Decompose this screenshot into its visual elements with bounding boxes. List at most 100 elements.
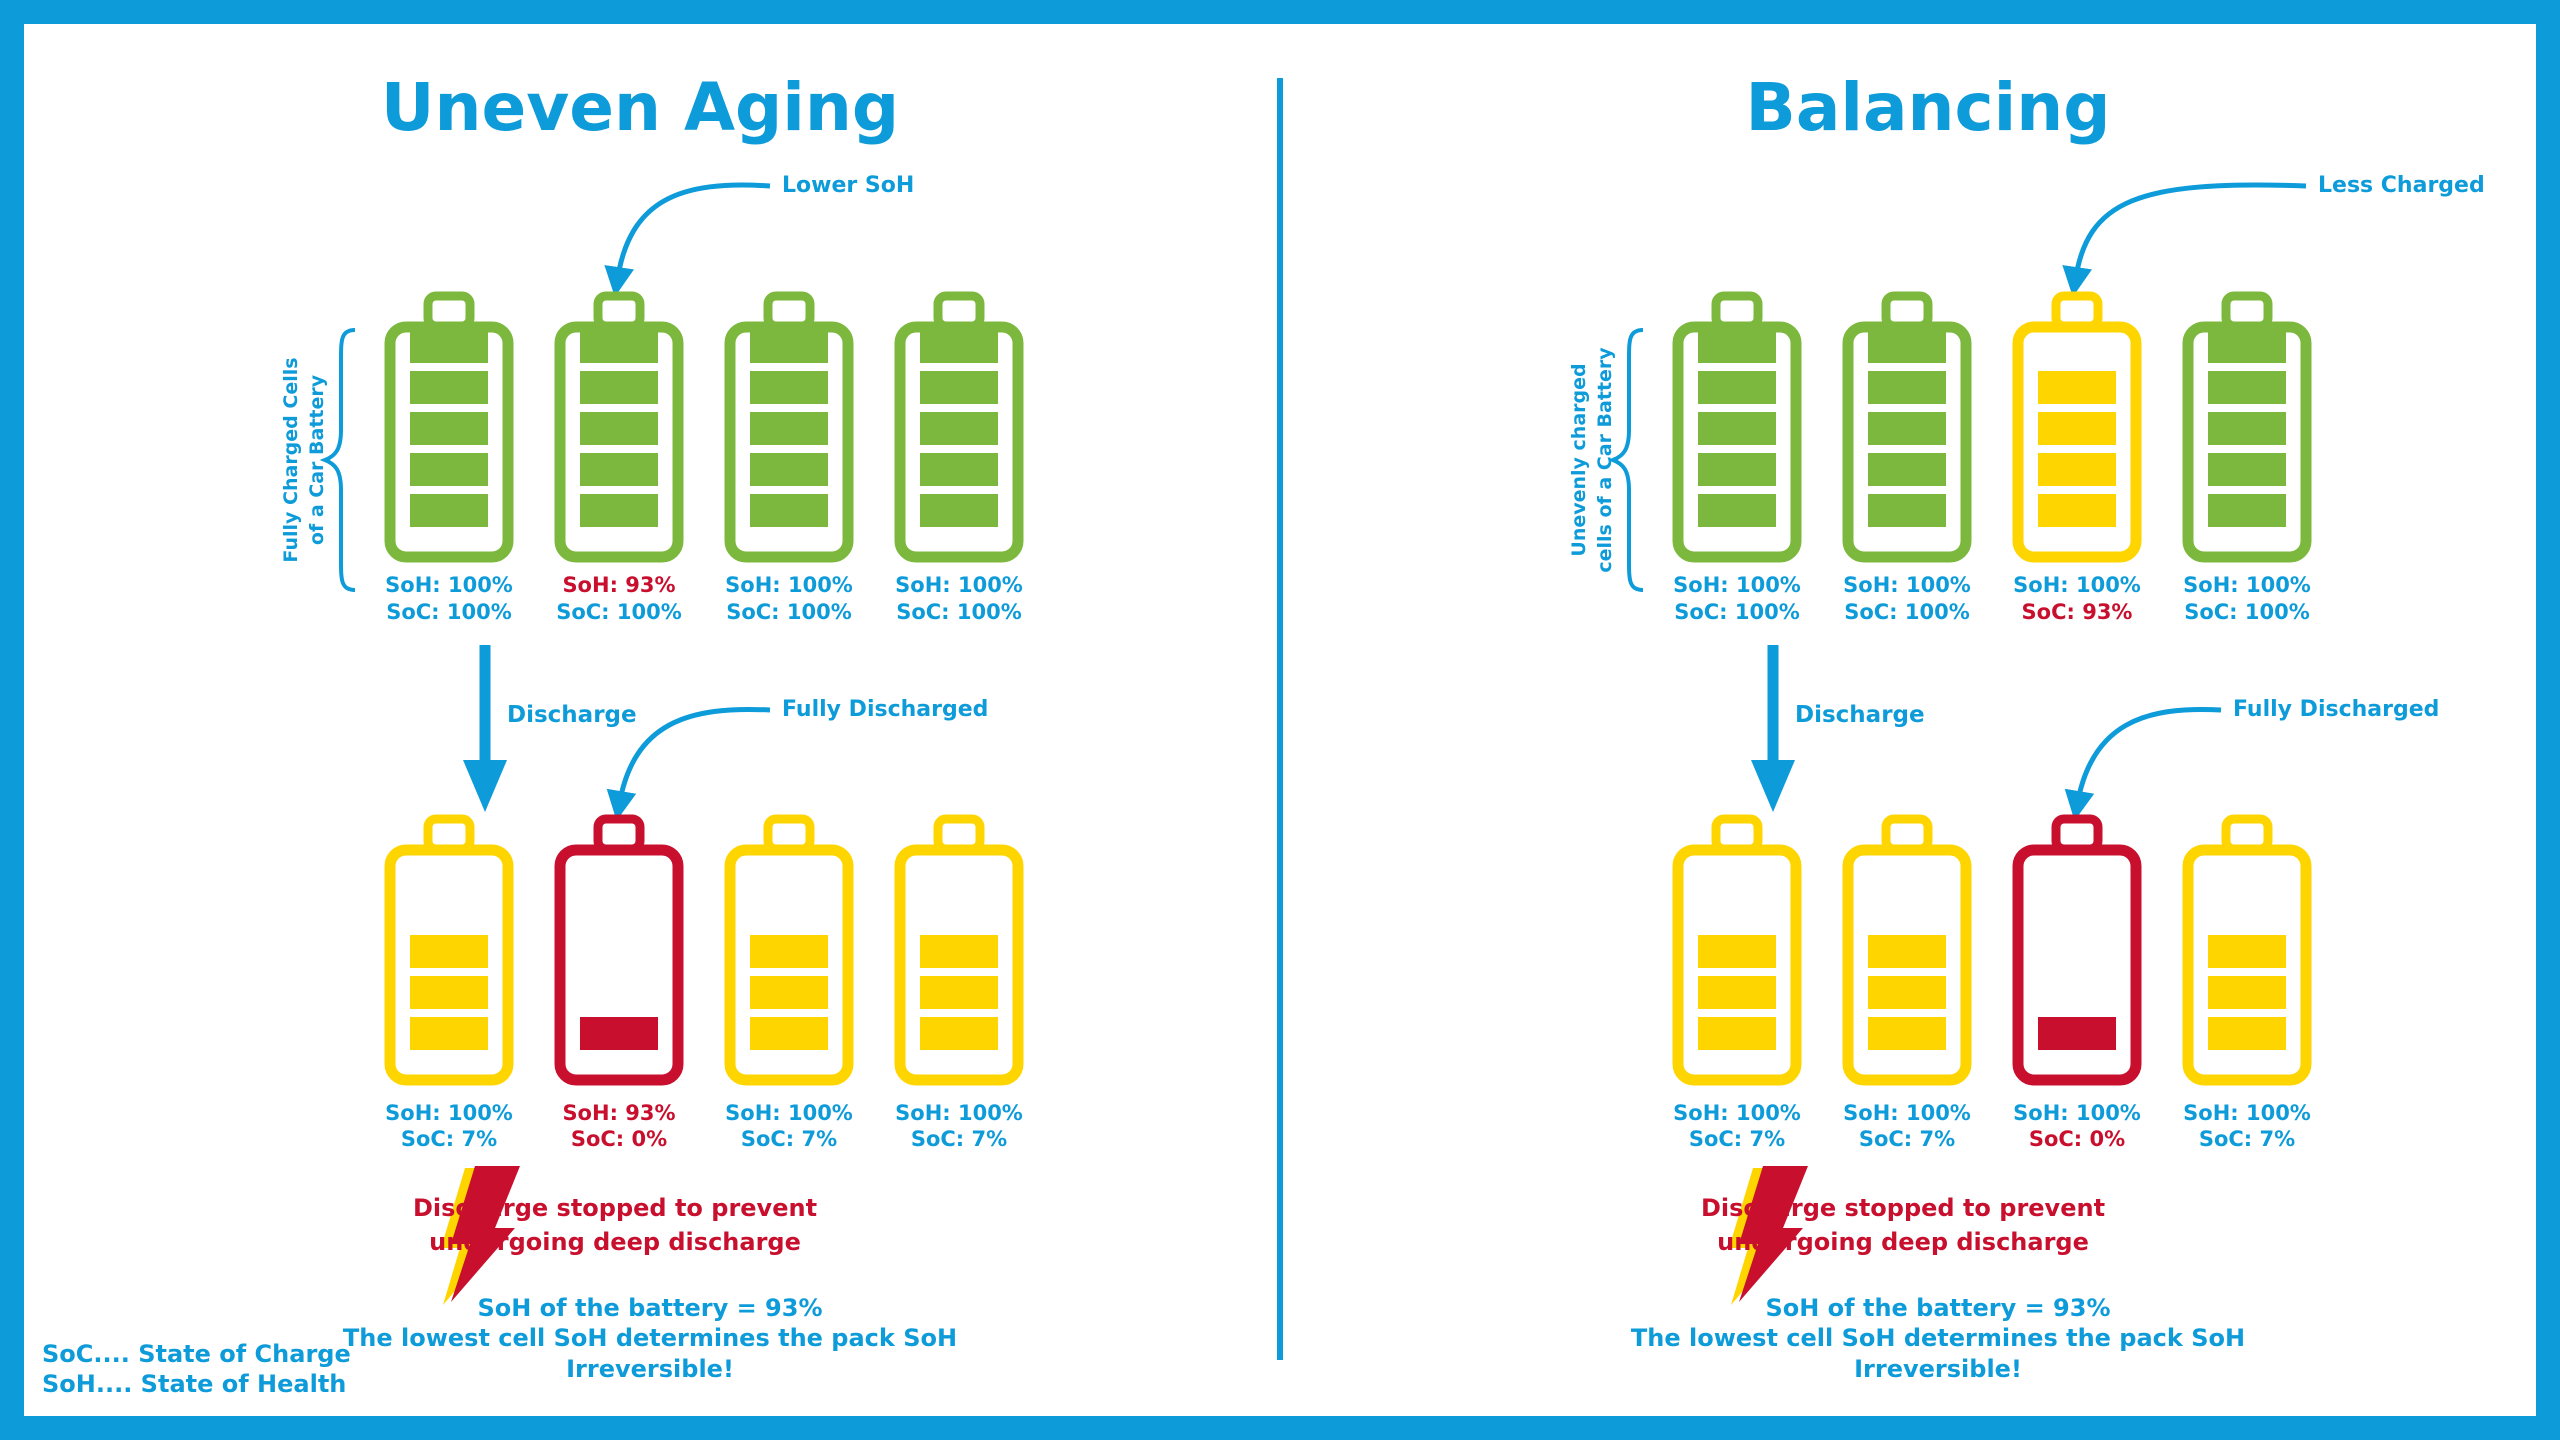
soc-label: SoC: 100% <box>2184 600 2310 624</box>
brace-label-line1: Fully Charged Cells <box>280 357 302 562</box>
soc-label: SoC: 100% <box>1674 600 1800 624</box>
summary-line-1: SoH of the battery = 93% <box>1765 1294 2110 1322</box>
soh-label: SoH: 100% <box>1843 573 1971 597</box>
charge-bar <box>410 412 488 445</box>
brace-label-line2: cells of a Car Battery <box>1594 347 1616 573</box>
soh-label: SoH: 100% <box>1673 1101 1801 1125</box>
annotation-top: Lower SoH <box>782 173 914 198</box>
charge-bar <box>1698 371 1776 404</box>
brace <box>1607 328 1644 592</box>
charge-bar <box>1868 371 1946 404</box>
soh-label: SoH: 100% <box>725 573 853 597</box>
charge-bar <box>920 935 998 968</box>
charge-bar <box>2038 453 2116 486</box>
summary-line-1: SoH of the battery = 93% <box>477 1294 822 1322</box>
charge-bar <box>410 371 488 404</box>
discharge-label: Discharge <box>1795 702 1925 728</box>
soc-label: SoC: 0% <box>2029 1127 2125 1151</box>
charge-bar <box>1698 494 1776 527</box>
battery-bottom-4 <box>2182 814 2312 1086</box>
discharge-arrow-head <box>463 760 507 812</box>
battery-bottom-4 <box>894 814 1024 1086</box>
charge-bar <box>1698 412 1776 445</box>
charge-bar <box>410 1017 488 1050</box>
summary-line-2: The lowest cell SoH determines the pack … <box>1631 1324 2245 1352</box>
charge-bar <box>580 412 658 445</box>
battery-bottom-2 <box>1842 814 1972 1086</box>
charge-bar <box>920 330 998 363</box>
charge-bar <box>580 494 658 527</box>
panel-title: Uneven Aging <box>381 69 899 146</box>
arrow-annotation-top <box>604 182 771 297</box>
charge-bar <box>750 412 828 445</box>
charge-bar <box>2038 412 2116 445</box>
charge-bar <box>410 494 488 527</box>
soc-label: SoC: 0% <box>571 1127 667 1151</box>
soh-label: SoH: 100% <box>895 573 1023 597</box>
summary-line-2: The lowest cell SoH determines the pack … <box>343 1324 957 1352</box>
soc-label: SoC: 7% <box>2199 1127 2295 1151</box>
soc-label: SoC: 7% <box>401 1127 497 1151</box>
summary-line-3: Irreversible! <box>1854 1355 2022 1383</box>
battery-bottom-3 <box>2012 814 2142 1086</box>
soh-label: SoH: 100% <box>895 1101 1023 1125</box>
annotation-top: Less Charged <box>2318 173 2485 198</box>
discharge-arrow-head <box>1751 760 1795 812</box>
charge-bar <box>1868 976 1946 1009</box>
charge-bar <box>750 935 828 968</box>
charge-bar <box>2208 976 2286 1009</box>
annotation-bottom: Fully Discharged <box>2233 697 2439 722</box>
soh-label: SoH: 100% <box>2183 1101 2311 1125</box>
soc-label: SoC: 100% <box>386 600 512 624</box>
charge-bar <box>1868 935 1946 968</box>
soh-label: SoH: 100% <box>385 1101 513 1125</box>
charge-bar <box>2208 1017 2286 1050</box>
brace <box>319 328 356 592</box>
charge-bar <box>750 494 828 527</box>
warning-line-2: undergoing deep discharge <box>1717 1228 2089 1256</box>
annotation-bottom: Fully Discharged <box>782 697 988 722</box>
charge-bar <box>920 1017 998 1050</box>
soc-label: SoC: 7% <box>741 1127 837 1151</box>
battery-top-1 <box>1672 291 1802 563</box>
charge-bar <box>580 330 658 363</box>
charge-bar <box>1698 453 1776 486</box>
soc-label: SoC: 93% <box>2022 600 2133 624</box>
charge-bar <box>1698 976 1776 1009</box>
charge-bar <box>1868 453 1946 486</box>
soc-label: SoC: 100% <box>556 600 682 624</box>
soc-label: SoC: 7% <box>1859 1127 1955 1151</box>
charge-bar <box>750 453 828 486</box>
brace-label-line1: Unevenly charged <box>1568 363 1590 556</box>
soc-label: SoC: 7% <box>1689 1127 1785 1151</box>
charge-bar <box>2208 453 2286 486</box>
arrow-annotation-bottom <box>2064 706 2222 821</box>
legend-soc: SoC.... State of Charge <box>42 1340 351 1368</box>
soh-label: SoH: 100% <box>2013 573 2141 597</box>
charge-bar <box>1868 412 1946 445</box>
charge-bar <box>2208 371 2286 404</box>
arrow-annotation-top <box>2062 182 2307 297</box>
charge-bar <box>2208 330 2286 363</box>
soh-label: SoH: 100% <box>2013 1101 2141 1125</box>
soh-label: SoH: 100% <box>725 1101 853 1125</box>
charge-bar <box>2038 1017 2116 1050</box>
battery-top-1 <box>384 291 514 563</box>
battery-bottom-2 <box>554 814 684 1086</box>
charge-bar <box>1698 330 1776 363</box>
lightning-bolt-icon <box>451 1166 520 1302</box>
battery-top-3 <box>724 291 854 563</box>
battery-top-3 <box>2012 291 2142 563</box>
battery-bottom-1 <box>384 814 514 1086</box>
lightning-bolt-icon <box>1739 1166 1808 1302</box>
battery-top-4 <box>894 291 1024 563</box>
soh-label: SoH: 100% <box>385 573 513 597</box>
battery-top-4 <box>2182 291 2312 563</box>
battery-bottom-1 <box>1672 814 1802 1086</box>
soc-label: SoC: 100% <box>726 600 852 624</box>
soh-label: SoH: 100% <box>1843 1101 1971 1125</box>
warning-line-1: Discharge stopped to prevent <box>1701 1194 2105 1222</box>
soc-label: SoC: 100% <box>1844 600 1970 624</box>
